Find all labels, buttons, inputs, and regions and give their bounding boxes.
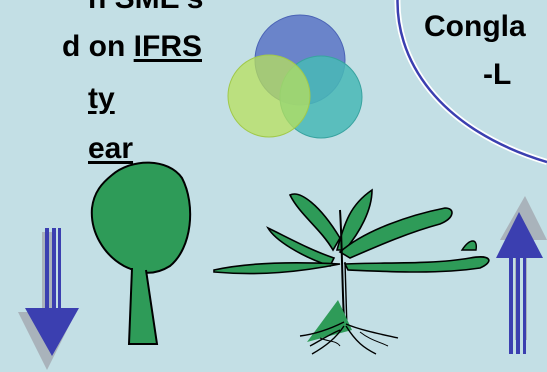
venn-circles [228, 15, 362, 138]
sapling-icon [214, 190, 489, 354]
down-arrow-icon [18, 228, 79, 370]
venn-circle-green [228, 55, 310, 137]
curved-frame [398, 0, 547, 162]
tree-icon [92, 163, 190, 344]
up-arrow-icon [496, 196, 547, 354]
